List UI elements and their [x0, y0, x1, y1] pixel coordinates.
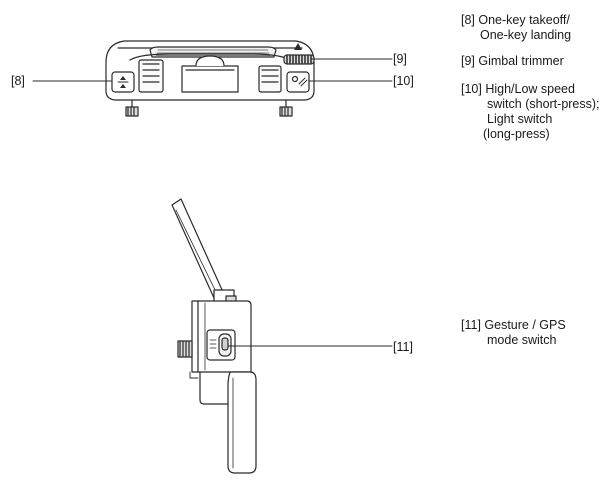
left-leg	[125, 99, 139, 117]
legend-item-10: [10] High/Low speed switch (short-press)…	[461, 82, 600, 142]
legend-10-line3: Light switch	[487, 112, 553, 126]
speed-light-button	[286, 71, 310, 93]
takeoff-landing-button	[111, 71, 135, 93]
callout-8: [8]	[11, 74, 25, 88]
legend-9-line1: [9] Gimbal trimmer	[461, 54, 564, 68]
right-stick-housing	[258, 65, 282, 93]
gimbal-trimmer-wheel	[283, 43, 315, 65]
legend-10-line1: [10] High/Low speed	[461, 82, 575, 96]
gesture-gps-switch	[206, 329, 236, 361]
legend-11-line2: mode switch	[487, 333, 557, 347]
legend-item-8: [8] One-key takeoff/ One-key landing	[461, 13, 571, 43]
legend-10-line2: switch (short-press);	[487, 97, 600, 111]
legend-8-line1: [8] One-key takeoff/	[461, 13, 570, 27]
controller-top-view	[105, 40, 315, 117]
controller-side-view	[171, 198, 257, 474]
side-stick-knob	[177, 340, 193, 358]
right-leg	[279, 99, 293, 117]
callout-10: [10]	[393, 74, 414, 88]
legend-10-line4: (long-press)	[483, 127, 550, 141]
legend-item-11: [11] Gesture / GPS mode switch	[461, 318, 566, 348]
legend-item-9: [9] Gimbal trimmer	[461, 54, 564, 69]
callout-9: [9]	[393, 52, 407, 66]
legend-11-line1: [11] Gesture / GPS	[461, 318, 566, 332]
callout-11: [11]	[393, 340, 413, 354]
legend-8-line2: One-key landing	[480, 28, 572, 42]
